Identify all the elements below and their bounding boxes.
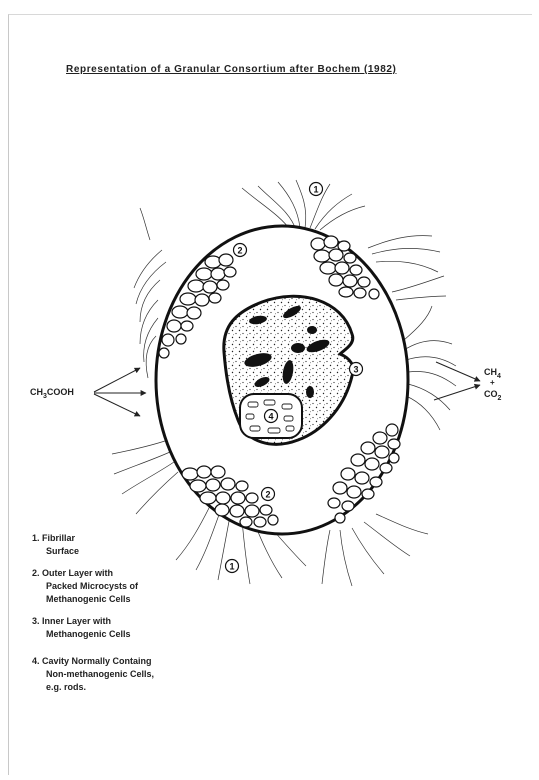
legend-line: 1. Fibrillar — [32, 532, 242, 545]
legend-line: Packed Microcysts of — [32, 580, 242, 593]
legend-line: Surface — [32, 545, 242, 558]
input-arrows — [94, 368, 146, 416]
svg-text:2: 2 — [237, 246, 242, 256]
marker-2-lower: 2 — [262, 488, 275, 501]
acetate-formula: CH3COOH — [30, 387, 74, 397]
legend-item-fibrillar-surface: 1. Fibrillar Surface — [32, 532, 242, 558]
output-arrows — [434, 362, 480, 400]
acetate-input-label: CH3COOH — [30, 387, 74, 400]
svg-text:3: 3 — [353, 365, 358, 375]
output-plus-sign: + — [490, 378, 495, 387]
legend: 1. Fibrillar Surface 2. Outer Layer with… — [32, 532, 242, 703]
legend-line: 2. Outer Layer with — [32, 567, 242, 580]
marker-4: 4 — [265, 410, 278, 423]
marker-2-upper: 2 — [234, 244, 247, 257]
svg-text:1: 1 — [313, 185, 318, 195]
legend-line: e.g. rods. — [32, 681, 242, 694]
marker-3: 3 — [350, 363, 363, 376]
svg-text:2: 2 — [265, 490, 270, 500]
legend-line: Methanogenic Cells — [32, 593, 242, 606]
marker-1-top: 1 — [310, 183, 323, 196]
svg-text:4: 4 — [268, 412, 273, 422]
legend-item-inner-layer: 3. Inner Layer with Methanogenic Cells — [32, 615, 242, 641]
legend-item-cavity: 4. Cavity Normally Containg Non-methanog… — [32, 655, 242, 694]
legend-line: 3. Inner Layer with — [32, 615, 242, 628]
legend-line: Methanogenic Cells — [32, 628, 242, 641]
legend-item-outer-layer: 2. Outer Layer with Packed Microcysts of… — [32, 567, 242, 606]
legend-line: Non-methanogenic Cells, — [32, 668, 242, 681]
legend-line: 4. Cavity Normally Containg — [32, 655, 242, 668]
carbon-dioxide-output-label: CO2 — [484, 389, 501, 402]
